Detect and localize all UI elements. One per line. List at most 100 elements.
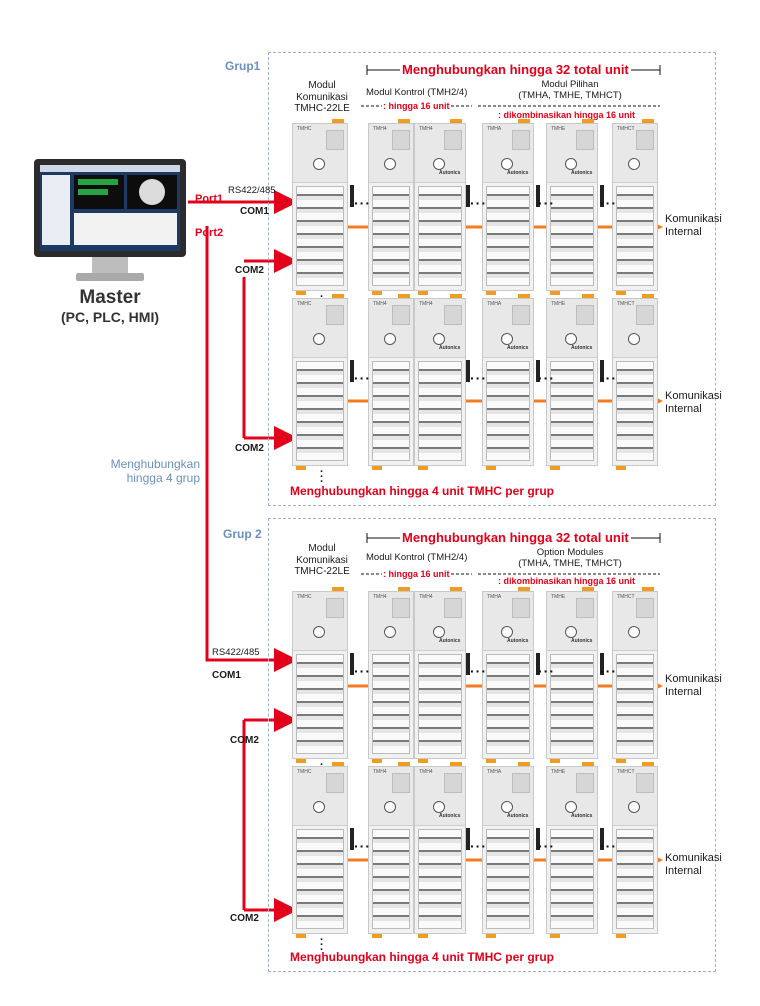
- ellipsis-icon: ···: [470, 838, 487, 854]
- group1-title: Grup1: [225, 59, 261, 73]
- connector-bar: [600, 360, 604, 382]
- group1-box: [268, 52, 716, 506]
- brand-label: Autonics: [571, 345, 593, 351]
- terminal-block: [616, 829, 654, 929]
- module-window: [444, 598, 462, 618]
- orange-tab: [550, 759, 560, 763]
- connect-groups-line2: hingga 4 grup: [126, 470, 200, 485]
- module-model-label: TMHA: [487, 126, 502, 132]
- terminal-block: [486, 829, 530, 929]
- module-model-label: TMHC: [297, 594, 312, 600]
- module-window: [576, 130, 594, 150]
- connector-bar: [350, 653, 354, 675]
- module-window: [636, 130, 654, 150]
- module-model-label: TMH4: [419, 769, 433, 775]
- module-unit: TMHC: [292, 298, 348, 466]
- group1-option-l1: Modul Pilihan: [541, 79, 599, 90]
- group1-internal-a-l2: Internal: [665, 225, 702, 238]
- module-model-label: TMHC: [297, 301, 312, 307]
- module-model-label: TMHCT: [617, 126, 635, 132]
- group1-footer: Menghubungkan hingga 4 unit TMHC per gru…: [290, 484, 554, 498]
- module-window: [326, 305, 344, 325]
- group1-comm-l1: Modul: [308, 80, 336, 91]
- group1-option-l2: (TMHA, TMHE, TMHCT): [518, 89, 622, 101]
- connector-bar: [466, 828, 470, 850]
- module-window: [636, 773, 654, 793]
- orange-tab: [418, 466, 428, 470]
- group1-rs-label: RS422/485: [228, 185, 276, 196]
- orange-tab: [518, 294, 530, 298]
- module-model-label: TMH4: [419, 126, 433, 132]
- connector-bar: [536, 653, 540, 675]
- ellipsis-icon: ···: [354, 195, 371, 211]
- module-window: [636, 598, 654, 618]
- orange-tab: [418, 291, 428, 295]
- module-model-label: TMHE: [551, 301, 566, 307]
- module-model-label: TMH4: [373, 594, 387, 600]
- group2-internal-a-l1: Komunikasi: [665, 673, 722, 685]
- orange-tab: [642, 587, 654, 591]
- terminal-block: [616, 654, 654, 754]
- terminal-block: [486, 654, 530, 754]
- ellipsis-icon: ···: [538, 370, 555, 386]
- group2-option-l2: (TMHA, TMHE, TMHCT): [518, 557, 622, 569]
- orange-tab: [296, 466, 306, 470]
- module-model-label: TMHE: [551, 594, 566, 600]
- orange-tab: [332, 294, 344, 298]
- ellipsis-icon: ···: [354, 838, 371, 854]
- orange-tab: [398, 294, 410, 298]
- brand-label: Autonics: [439, 170, 461, 176]
- group1-internal-a-l1: Komunikasi: [665, 213, 722, 225]
- module-unit: TMHC: [292, 591, 348, 759]
- group2-internal-b: Komunikasi Internal: [665, 852, 722, 877]
- connector-bar: [466, 360, 470, 382]
- module-window: [576, 305, 594, 325]
- module-unit: TMH4: [368, 298, 414, 466]
- terminal-block: [550, 829, 594, 929]
- orange-tab: [450, 119, 462, 123]
- module-model-label: TMHCT: [617, 594, 635, 600]
- group1-comm-l3: TMHC-22LE: [294, 103, 350, 114]
- module-window: [576, 598, 594, 618]
- orange-tab: [296, 934, 306, 938]
- dial-icon: [433, 801, 445, 813]
- module-unit: TMH4: [368, 591, 414, 759]
- dial-icon: [501, 626, 513, 638]
- group1-option-limit: : dikombinasikan hingga 16 unit: [497, 110, 637, 121]
- group2-banner: Menghubungkan hingga 32 total unit: [400, 530, 631, 546]
- orange-tab: [616, 291, 626, 295]
- ellipsis-icon: ···: [470, 663, 487, 679]
- group1-control-module: Modul Kontrol (TMH2/4): [366, 87, 468, 98]
- dial-icon: [628, 158, 640, 170]
- group1-comm-l2: Komunikasi: [296, 91, 348, 103]
- group2-internal-b-l1: Komunikasi: [665, 852, 722, 864]
- dial-icon: [565, 158, 577, 170]
- module-window: [576, 773, 594, 793]
- group2-comm-l2: Komunikasi: [296, 554, 348, 566]
- brand-label: Autonics: [571, 170, 593, 176]
- master-monitor: [32, 157, 188, 287]
- dial-icon: [384, 801, 396, 813]
- connector-bar: [350, 185, 354, 207]
- orange-tab: [616, 466, 626, 470]
- module-window: [392, 773, 410, 793]
- orange-tab: [486, 291, 496, 295]
- dial-icon: [384, 626, 396, 638]
- dial-icon: [565, 333, 577, 345]
- terminal-block: [372, 186, 410, 286]
- group1-internal-b-l1: Komunikasi: [665, 390, 722, 402]
- orange-tab: [582, 587, 594, 591]
- module-window: [326, 773, 344, 793]
- brand-label: Autonics: [439, 813, 461, 819]
- orange-tab: [550, 934, 560, 938]
- orange-tab: [616, 934, 626, 938]
- module-unit: TMHC: [292, 766, 348, 934]
- brand-label: Autonics: [439, 638, 461, 644]
- orange-tab: [486, 934, 496, 938]
- terminal-block: [418, 829, 462, 929]
- ellipsis-icon: ···: [470, 195, 487, 211]
- orange-tab: [450, 294, 462, 298]
- module-window: [392, 598, 410, 618]
